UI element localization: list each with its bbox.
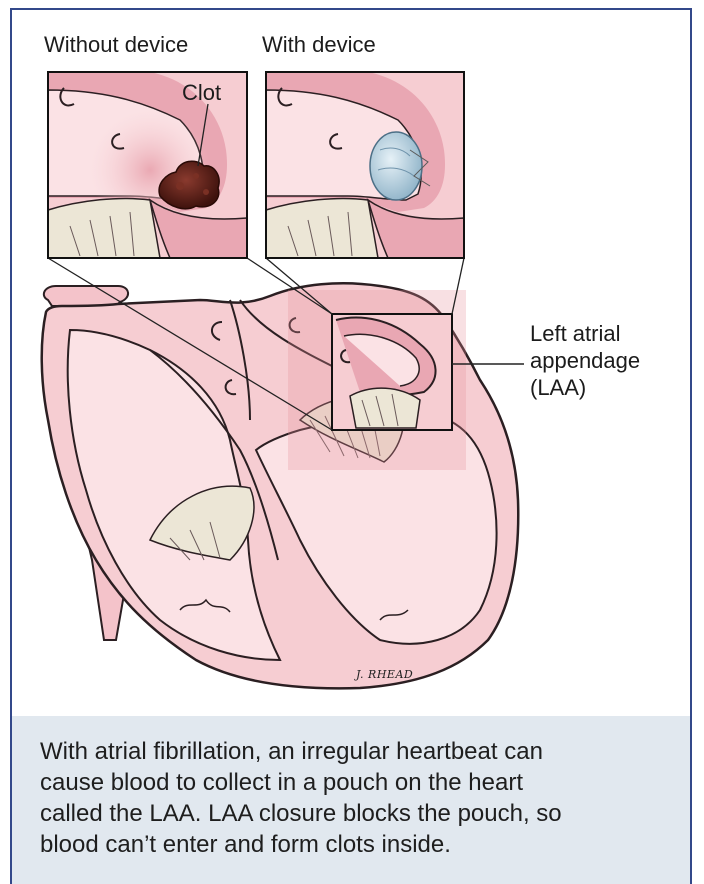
caption-line: blood can’t enter and form clots inside. — [40, 829, 664, 860]
caption-line: cause blood to collect in a pouch on the… — [40, 767, 664, 798]
label-clot: Clot — [182, 80, 221, 106]
caption-line: called the LAA. LAA closure blocks the p… — [40, 798, 664, 829]
closure-device-icon — [370, 132, 422, 200]
label-without-device: Without device — [44, 32, 188, 58]
caption-line: With atrial fibrillation, an irregular h… — [40, 736, 664, 767]
artist-signature: J. RHEAD — [356, 668, 413, 681]
inset-with-device — [266, 72, 464, 258]
label-laa-line1: Left atrial — [530, 320, 640, 347]
caption-box: With atrial fibrillation, an irregular h… — [12, 716, 690, 884]
label-laa-line2: appendage — [530, 347, 640, 374]
label-laa-line3: (LAA) — [530, 374, 640, 401]
label-laa: Left atrial appendage (LAA) — [530, 320, 640, 401]
label-with-device: With device — [262, 32, 376, 58]
laa-callout-box — [332, 314, 452, 430]
